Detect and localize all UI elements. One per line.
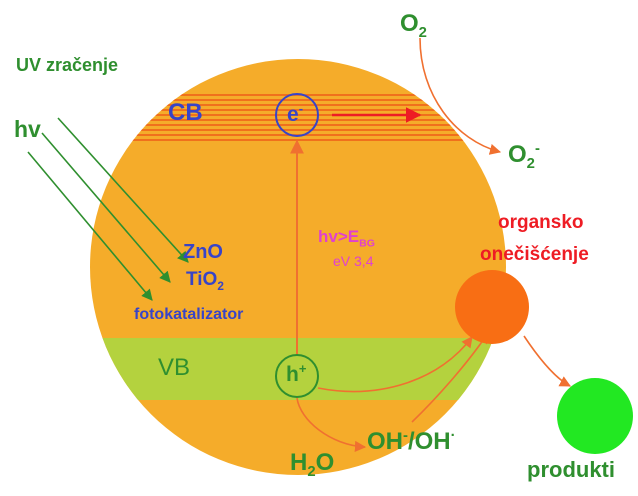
zno-label: ZnO [183,241,223,263]
water-label: H2O [290,449,335,480]
oxygen-label: O2 [400,10,427,41]
superoxide-label: O2- [508,141,540,172]
hydroxyl-label: OH-/OH· [367,428,456,455]
conduction-band-label: CB [168,99,203,126]
pollutant-label-line2: onečišćenje [480,244,589,265]
hydroxyl-radical-symbol: /OH [407,428,451,455]
bandgap-subscript: BG [359,237,375,250]
hole-oxidation-arrow-icon [317,336,473,393]
hydroxide-charge: - [403,428,408,444]
tio2-symbol: TiO [186,269,218,290]
catalyst-label: fotokatalizator [134,306,244,323]
uv-ray-arrow-icon [41,132,171,283]
oxygen-subscript: 2 [418,24,427,41]
water-o: O [315,449,335,476]
bandgap-label: hv>EBG [318,227,375,249]
degradation-arrow-icon [523,335,571,387]
photon-label: hv [14,116,41,142]
uv-rays [27,117,189,301]
hydroxide-symbol: OH [367,428,403,455]
bandgap-symbol: hv>E [318,227,360,246]
hole-circle [275,354,319,398]
valence-band [90,338,506,400]
hole-charge: + [298,361,307,376]
pollutant-circle [455,270,529,344]
pollutant-label-line1: organsko [498,212,584,233]
uv-label: UV zračenje [16,55,119,75]
radical-dot: · [450,428,456,444]
superoxide-charge: - [534,141,540,157]
oxygen-symbol: O [400,10,419,37]
water-h: H [290,449,308,476]
tio2-subscript: 2 [217,279,224,293]
electron-symbol: e [287,103,299,126]
tio2-label: TiO2 [186,269,224,292]
uv-ray-arrow-icon [57,117,189,263]
o2-reduction-arrow-icon [419,37,502,155]
bandgap-energy-label: eV 3,4 [333,253,374,269]
products-circle [557,378,633,454]
electron-circle [275,93,319,137]
water-subscript: 2 [307,463,316,480]
products-label: produkti [527,457,615,482]
electron-label: e- [287,101,304,126]
electron-charge: - [298,101,304,116]
valence-band-label: VB [158,354,191,381]
superoxide-symbol: O [508,141,527,168]
hole-label: h+ [286,361,307,386]
hole-symbol: h [286,363,299,386]
uv-ray-arrow-icon [27,151,153,301]
superoxide-subscript: 2 [526,155,535,172]
water-oxidation-arrow-icon [296,397,367,453]
